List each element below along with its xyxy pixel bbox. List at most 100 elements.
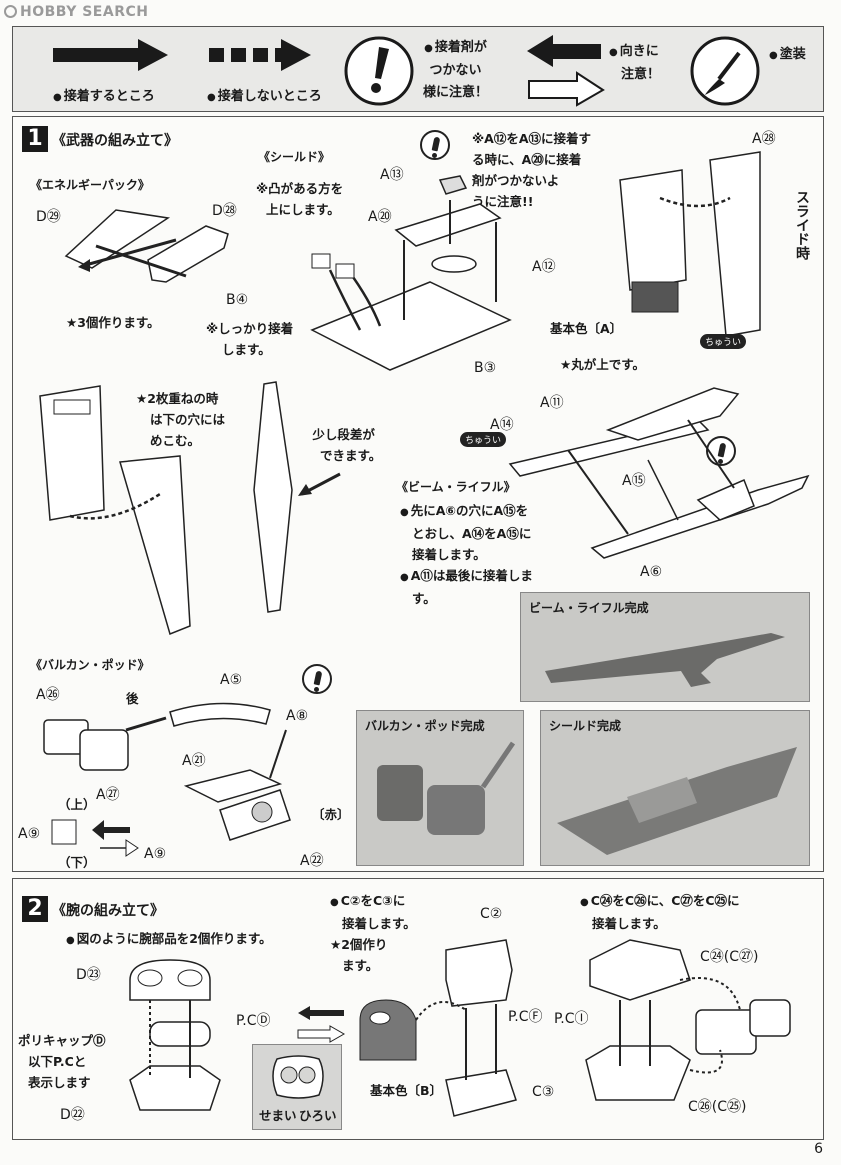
- legend-noglue-label: 接着しないところ: [207, 85, 322, 104]
- part-label-a8: A⑧: [286, 708, 309, 724]
- part-label-pcd: P.CⒹ: [236, 1013, 271, 1029]
- part-label-a9: A⑨: [144, 846, 167, 862]
- rifle-chuui-badge: ちゅうい: [460, 432, 507, 447]
- part-label-a28: A㉘: [752, 131, 776, 147]
- narrow-label: せまい: [259, 1108, 297, 1123]
- vulcan-complete-title: バルカン・ポッド完成: [365, 719, 485, 733]
- slide-note: スライド時: [794, 190, 810, 260]
- rifle-assembly-diagram: [508, 387, 810, 559]
- part-label-c2: C②: [480, 906, 503, 922]
- part-label-b4: B④: [226, 292, 249, 308]
- noglue-arrow-icon: [209, 39, 311, 71]
- part-label-a12: A⑫: [532, 259, 556, 275]
- polycap-shape: [272, 1055, 324, 1099]
- part-label-d22: D㉒: [60, 1107, 85, 1123]
- energy-pack-title: 《エネルギーパック》: [30, 178, 150, 192]
- shield-assembly-diagram: [310, 175, 512, 371]
- direction-arrows-icon: [527, 35, 605, 107]
- part-label-a20: A⑳: [368, 209, 392, 225]
- vulcan-complete-photo: バルカン・ポッド完成: [356, 710, 524, 866]
- energy-pack-diagram: [64, 209, 229, 283]
- vulcan-assembly-diagram: [43, 702, 291, 857]
- shield-complete-photo: シールド完成: [540, 710, 810, 866]
- part-label-pcf: P.CⒻ: [508, 1009, 543, 1025]
- step2-make-note: 図のように腕部品を2個作ります。: [66, 928, 272, 951]
- wide-label: ひろい: [299, 1108, 337, 1123]
- step2-c-note: C②をC③に 接着します。 ★2個作り ます。: [330, 890, 416, 976]
- part-label-a22: A㉒: [300, 853, 324, 869]
- part-label-a27: A㉗: [96, 787, 120, 803]
- shield-slide-diagram: [619, 151, 761, 337]
- step1-frame: [12, 116, 824, 872]
- part-label-a11: A⑪: [540, 395, 564, 411]
- arm-polycap-diagram: [129, 959, 221, 1111]
- arm-c2-assembly-diagram: [585, 939, 791, 1101]
- step1-number: 1: [22, 126, 48, 152]
- arm-c-assembly-diagram: [359, 939, 517, 1117]
- shield-step-note: 少し段差が できます。: [312, 427, 382, 463]
- shield-warning-note: ※A⑫をA⑬に接着す る時に、A⑳に接着 剤がつかないよ うに注意!!: [472, 131, 592, 209]
- step2-number: 2: [22, 896, 48, 922]
- energy-pack-note: ★3個作ります。: [66, 315, 160, 330]
- site-logo: HOBBY SEARCH: [4, 4, 148, 20]
- part-label-a21: A㉑: [182, 753, 206, 769]
- rifle-caution-icon: [706, 436, 736, 466]
- shield-stack-note: ★2枚重ねの時 は下の穴には めこむ。: [136, 391, 226, 448]
- step1-title: 《武器の組み立て》: [52, 133, 178, 149]
- part-label-d29: D㉙: [36, 209, 61, 225]
- rifle-notes: 先にA⑥の穴にA⑮を とおし、A⑭をA⑮に 接着します。 A⑪は最後に接着しま …: [400, 500, 533, 609]
- shield-caution-icon: [420, 130, 450, 160]
- shield-stack-diagram: [39, 385, 191, 636]
- logo-ring-icon: [4, 5, 17, 18]
- part-label-d23: D㉓: [76, 967, 101, 983]
- shield-photo-shape: [557, 747, 797, 855]
- part-label-a9-side: A⑨: [18, 826, 41, 842]
- part-label-c24: C㉔(C㉗): [700, 949, 759, 965]
- legend-bar: 接着するところ 接着しないところ 接着剤が つかない 様に注意！ 向きに 注意！…: [12, 26, 824, 112]
- step2-title: 《腕の組み立て》: [52, 903, 164, 919]
- part-label-a15: A⑮: [622, 473, 646, 489]
- rifle-title: 《ビーム・ライフル》: [396, 480, 516, 494]
- vulcan-caution-icon: [302, 664, 332, 694]
- vulcan-bottom-label: （下）: [58, 855, 96, 870]
- caution-icon: [344, 36, 414, 106]
- glue-arrow-icon: [53, 39, 168, 71]
- vulcan-back-label: 後: [126, 691, 139, 706]
- rifle-complete-title: ビーム・ライフル完成: [529, 601, 649, 615]
- polycap-note: ポリキャップⒹ 以下P.Cと 表示します: [18, 1033, 106, 1090]
- shield-complete-title: シールド完成: [549, 719, 622, 733]
- step-arrow-icon: [298, 472, 341, 496]
- step2-frame: [12, 878, 824, 1140]
- polycap-inset: せまい ひろい: [252, 1044, 342, 1130]
- part-label-d28: D㉘: [212, 203, 237, 219]
- vulcan-title: 《バルカン・ポッド》: [30, 658, 150, 672]
- page-number: 6: [814, 1141, 823, 1157]
- rifle-photo-shape: [545, 633, 785, 687]
- legend-paint-label: 塗装: [769, 43, 806, 62]
- part-label-a14: A⑭: [490, 417, 514, 433]
- shield-bump-note: ※凸がある方を 上にします。: [256, 181, 344, 217]
- rifle-round-note: ★丸が上です。: [560, 357, 645, 372]
- step2-base-color: 基本色〔B〕: [370, 1083, 443, 1098]
- vulcan-top-label: （上）: [58, 797, 96, 812]
- legend-careful-text: 接着剤が つかない 様に注意！: [423, 37, 488, 104]
- part-label-a5: A⑤: [220, 672, 243, 688]
- shield-side-diagram: [253, 381, 293, 613]
- chuui-badge: ちゅうい: [700, 334, 747, 349]
- shield-title: 《シールド》: [258, 150, 331, 164]
- shield-base-color: 基本色〔A〕: [550, 321, 623, 336]
- part-label-a6: A⑥: [640, 564, 663, 580]
- part-label-c26: C㉖(C㉕): [688, 1099, 747, 1115]
- vulcan-red-label: 〔赤〕: [312, 807, 350, 822]
- rifle-complete-photo: ビーム・ライフル完成: [520, 592, 810, 702]
- step2-c2-note: C㉔をC㉖に、C㉗をC㉕に 接着します。: [580, 890, 740, 934]
- part-label-b3: B③: [474, 360, 497, 376]
- part-label-pci: P.CⒾ: [554, 1011, 589, 1027]
- shield-glue-note: ※しっかり接着 します。: [206, 321, 294, 357]
- vulcan-photo-shape: [377, 741, 516, 835]
- legend-glue-label: 接着するところ: [53, 85, 155, 104]
- paint-brush-icon: [690, 36, 760, 106]
- legend-direction-text: 向きに 注意！: [609, 41, 660, 86]
- part-label-c3: C③: [532, 1084, 555, 1100]
- part-label-a13: A⑬: [380, 167, 404, 183]
